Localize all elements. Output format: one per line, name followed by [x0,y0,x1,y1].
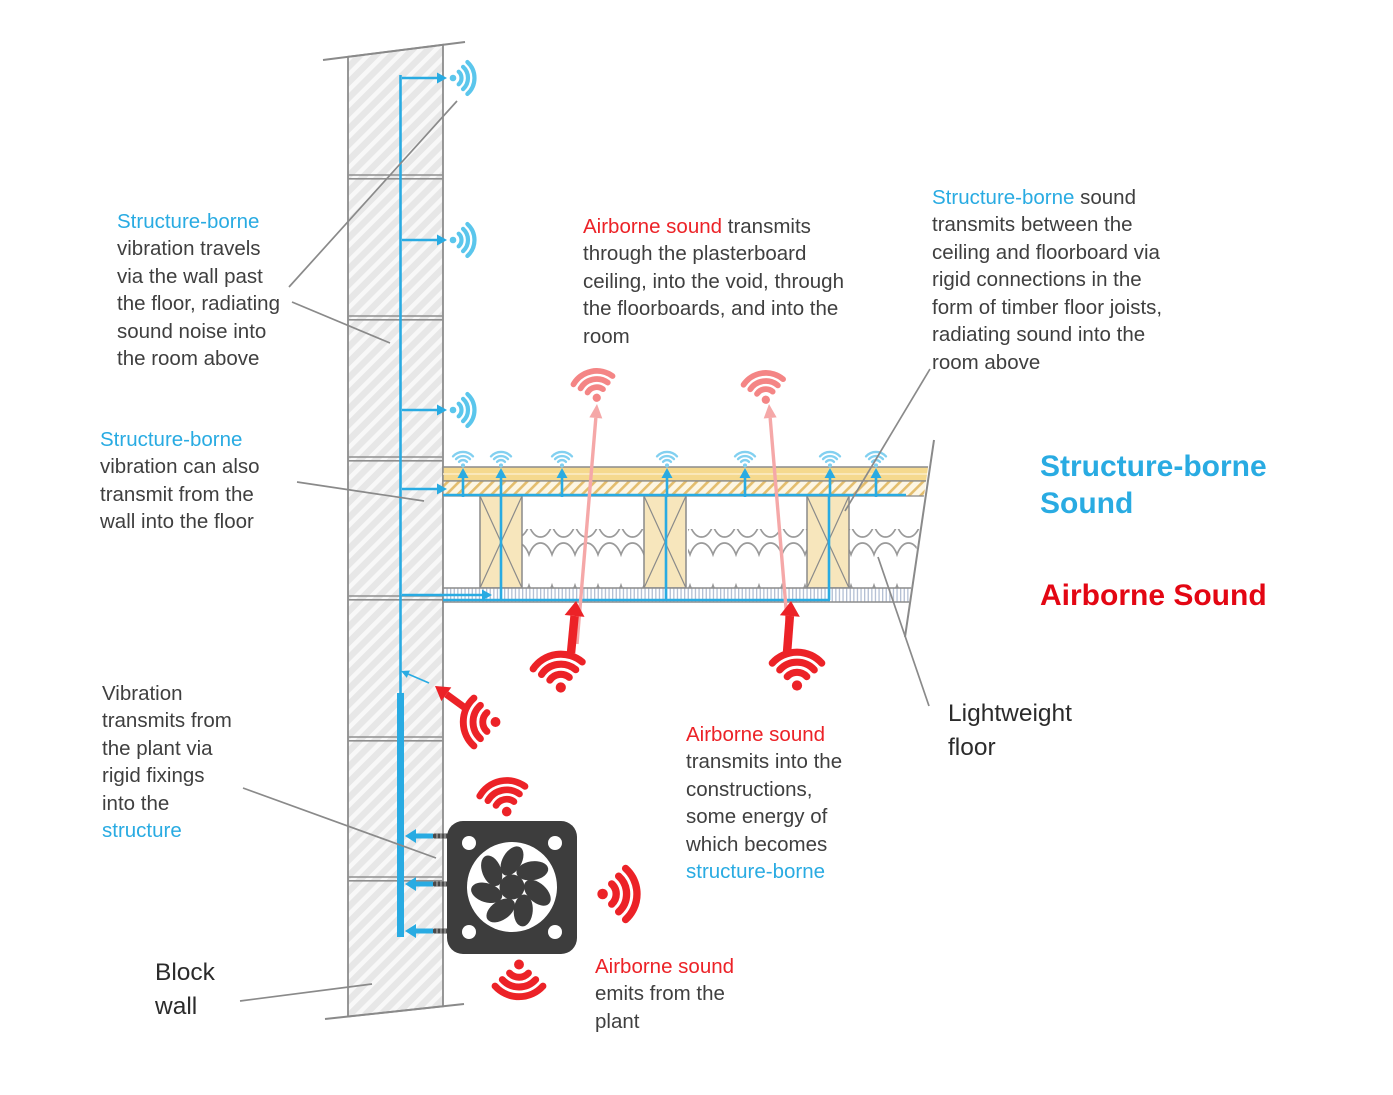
annotation-joist-transmission: Structure-borne sound transmits between … [932,186,1163,374]
vibration-into-wall-arrow [405,877,433,891]
structure-borne-arrow [870,468,882,497]
airborne-at-ceiling-arrow [779,601,800,654]
airborne-wave-icon [740,370,786,404]
structure-borne-wave-icon [864,450,888,468]
airborne-through-floor-arrow [575,404,603,645]
airborne-wave-icon [597,864,641,924]
lightweight-floor [442,466,941,603]
airborne-at-ceiling-arrow [564,601,585,654]
annotation-wall-vibration: Structure-borne vibration travels via th… [117,210,280,371]
label-lightweight-floor: Lightweight floor [948,700,1072,761]
vibration-into-wall-arrow [405,924,433,938]
structure-borne-arrow [402,404,447,416]
annotation-airborne-construction: Airborne sound transmits into the constr… [686,723,843,884]
structure-borne-wave-icon [449,391,477,429]
structure-borne-wave-icon [550,450,574,468]
annotation-plant-vibration: Vibration transmits from the plant via r… [102,682,232,843]
structure-borne-wave-icon [733,450,757,468]
structure-borne-wave-icon [818,450,842,468]
structure-borne-arrow [457,468,469,497]
structure-borne-wave-icon [451,450,475,468]
fan-blades-icon [471,846,551,927]
airborne-wave-icon [529,650,586,693]
structure-borne-arrow [402,234,447,246]
structure-borne-wave-icon [489,450,513,468]
structure-borne-arrow [739,468,751,497]
structure-borne-wave-icon [449,59,477,97]
airborne-wave-icon [459,694,501,750]
structure-borne-arrow [824,468,836,497]
floor-break-mask [903,432,960,645]
vibration-into-structure-arrow [401,670,430,684]
vibration-into-wall-arrow [405,829,433,843]
annotation-airborne-ceiling: Airborne sound transmits through the pla… [583,215,844,348]
block-wall [347,43,444,1018]
airborne-wave-icon [768,648,826,691]
legend-airborne-sound: Airborne Sound [1040,579,1267,612]
block-wall-joints [348,174,443,882]
structure-borne-arrow [402,589,492,601]
plant-fan [433,821,577,954]
airborne-through-floor-arrow [763,404,791,645]
airborne-wave-icon [476,777,529,817]
structure-borne-wave-icon [449,221,477,259]
structure-borne-arrow [402,72,447,84]
airborne-wave-icon [491,959,547,1001]
legend-structure-borne-sound: Structure-borne Sound [1040,450,1267,520]
annotation-airborne-plant: Airborne sound emits from the plant [595,955,735,1033]
sound-arrows [401,72,882,938]
label-block-wall: Block wall [155,959,215,1020]
structure-borne-path [397,75,906,937]
airborne-wave-icon [570,368,616,402]
structure-borne-arrow [495,468,507,497]
leader-lines [239,41,935,1020]
structure-borne-arrow [661,468,673,497]
insulation [688,529,807,588]
sound-wave-icons [449,59,888,1001]
structure-borne-arrow [402,483,447,495]
structure-borne-wave-icon [655,450,679,468]
annotation-wall-floor-vibration: Structure-borne vibration can also trans… [100,428,260,534]
structure-borne-arrow [556,468,568,497]
